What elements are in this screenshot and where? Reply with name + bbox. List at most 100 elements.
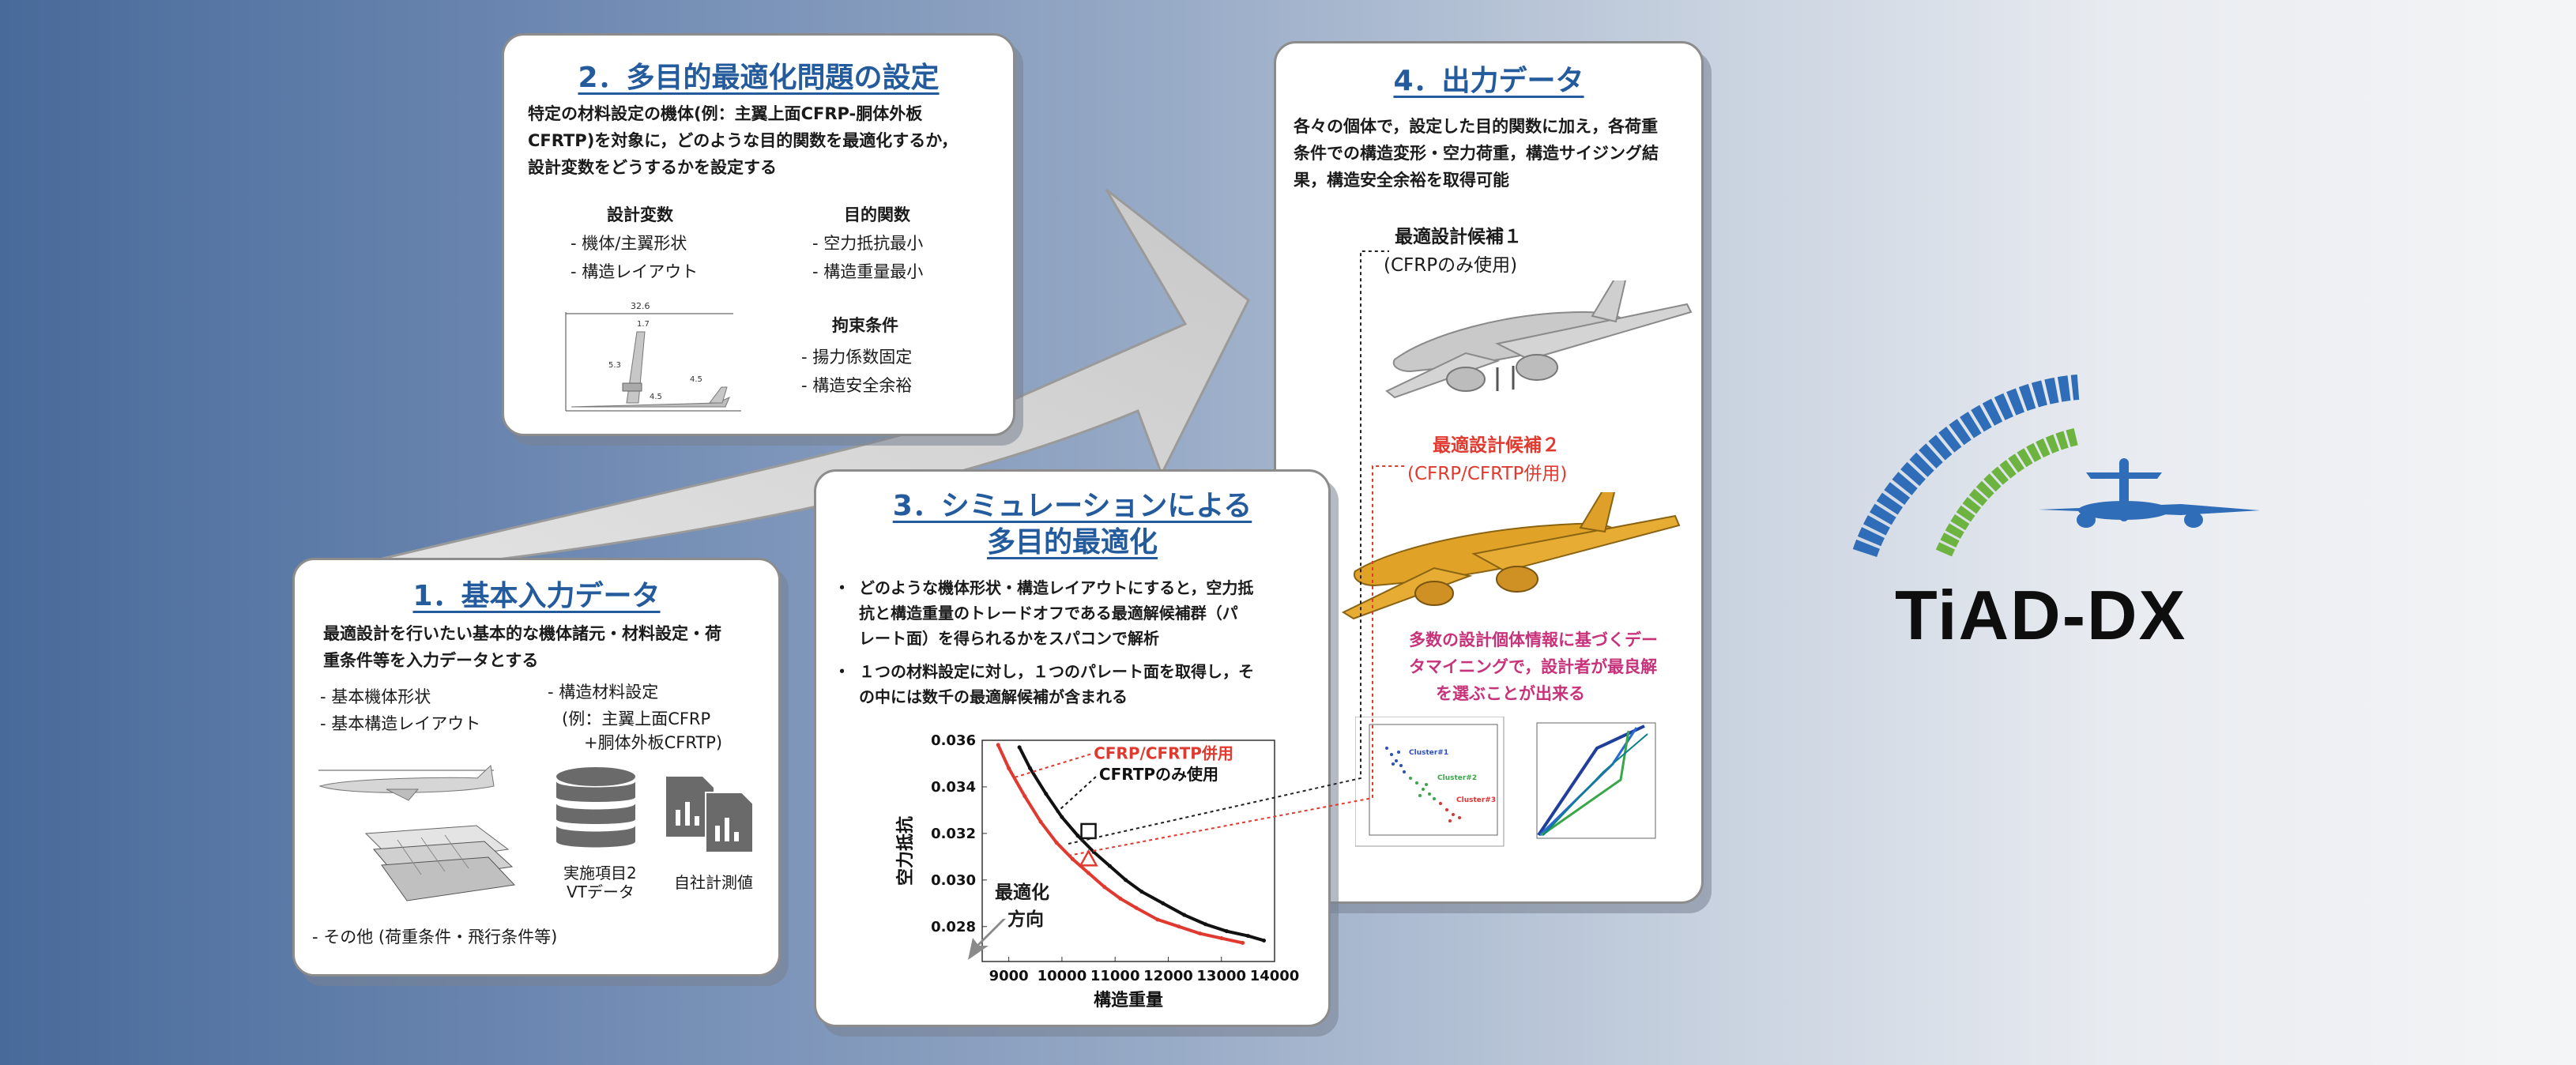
objective-2: - 構造重量最小 [812,262,924,281]
objective-1: - 空力抵抗最小 [812,234,924,253]
series-point-1 [1161,901,1166,905]
candidate-marker-triangle [1079,849,1098,867]
box4-desc-1: 各々の個体で，設定した目的関数に加え，各荷重 [1294,117,1659,136]
cluster-scatter-plot: Cluster#1 Cluster#2 Cluster#3 [1355,717,1505,847]
y-tick-label: 0.034 [931,779,976,796]
input-shape: - 基本機体形状 [320,687,431,706]
box-problem-setting: 2．多目的最適化問題の設定 特定の材料設定の機体(例：主翼上面CFRP-胴体外板… [502,33,1015,436]
constraint-2: - 構造安全余裕 [801,376,913,395]
box4-title: 4．出力データ [1393,65,1584,97]
bullet-1-marker: ・ [834,578,850,597]
series-point-1 [1107,864,1112,868]
series-point-0 [1198,931,1203,936]
aircraft-side-view [318,764,495,801]
wing-structure-drawing [364,825,516,901]
box3-bullet-2-line-1: １つの材料設定に対し，１つのパレート面を取得し，そ [859,662,1254,681]
document-chart-icon [666,777,754,853]
box3-title-1: 3．シミュレーションによる [892,490,1252,522]
database-icon [556,767,635,848]
x-tick-label: 12000 [1143,968,1193,984]
series-point-0 [1070,856,1075,861]
series-point-1 [1245,934,1250,939]
series-point-0 [1118,896,1123,901]
document-label: 自社計測値 [674,873,753,892]
box4-desc-3: 果，構造安全余裕を取得可能 [1294,171,1509,190]
box1-desc-1: 最適設計を行いたい基本的な機体諸元・材料設定・荷 [323,624,721,643]
input-material-example-2: +胴体外板CFRTP) [584,733,723,752]
box1-title: 1．基本入力データ [412,580,661,612]
design-variable-2: - 構造レイアウト [571,262,699,281]
aircraft-side-drawing: 32.6 1.7 5.3 4.5 4.5 [565,301,741,412]
box2-desc-1: 特定の材料設定の機体(例：主翼上面CFRP-胴体外板 [528,104,923,123]
optimization-direction-label-2: 方向 [1007,909,1044,930]
objective-heading: 目的関数 [844,205,910,224]
y-axis-label: 空力抵抗 [895,816,916,886]
box-output-data: 4．出力データ 各々の個体で，設定した目的関数に加え，各荷重 条件での構造変形・… [1274,41,1704,904]
design-variable-heading: 設計変数 [607,205,673,224]
series-point-1 [1203,922,1208,927]
box2-desc-3: 設計変数をどうするかを設定する [528,158,777,177]
database-label-1: 実施項目2 [563,864,637,882]
series-point-1 [1224,929,1229,934]
series-label-0: CFRP/CFRTP併用 [1094,744,1233,763]
y-tick-label: 0.032 [931,826,976,842]
series-leader-1 [1056,776,1097,814]
series-point-0 [1155,917,1160,922]
box3-bullet-1-line-2: 抗と構造重量のトレードオフである最適解候補群（パ [859,604,1238,623]
data-mining-line-2: タマイニングで，設計者が最良解 [1409,657,1658,676]
series-point-0 [1007,766,1011,770]
candidate-1-sub: (CFRPのみ使用) [1384,255,1518,276]
y-tick-label: 0.028 [931,919,976,935]
x-tick-label: 10000 [1038,968,1087,984]
series-point-0 [1241,940,1245,945]
constraint-heading: 拘束条件 [832,316,898,335]
box3-bullet-1-line-3: レート面）を得られるかをスパコンで解析 [859,629,1159,648]
series-point-0 [1022,794,1027,799]
series-point-1 [1044,792,1049,796]
box1-desc-2: 重条件等を入力データとする [323,651,539,670]
series-point-0 [996,743,1000,747]
series-point-1 [1075,834,1080,838]
dim-3: 4.5 [690,375,702,384]
box3-title-2: 多目的最適化 [986,526,1158,559]
candidate-marker-square [1080,822,1097,840]
x-tick-label: 11000 [1090,968,1140,984]
cluster-2-label: Cluster#2 [1437,774,1477,782]
series-point-0 [1219,936,1224,941]
x-axis-label: 構造重量 [1094,990,1163,1010]
optimization-direction-label-1: 最適化 [995,882,1049,903]
series-point-0 [1054,841,1059,845]
series-leader-0 [1014,753,1091,779]
logo-text: TiAD-DX [1895,576,2187,654]
box2-title: 2．多目的最適化問題の設定 [578,62,940,94]
series-point-0 [1177,924,1181,929]
box-simulation: 3．シミュレーションによる 多目的最適化 ・ どのような機体形状・構造レイアウト… [814,469,1331,1027]
y-tick-label: 0.036 [931,732,976,749]
series-point-0 [1087,871,1091,875]
series-point-1 [1017,745,1022,750]
aircraft-candidate-2 [1341,492,1681,620]
series-point-1 [1182,913,1187,917]
data-mining-line-3: を選ぶことが出来る [1436,684,1585,703]
series-point-0 [1134,905,1139,910]
box3-bullet-1-line-1: どのような機体形状・構造レイアウトにすると，空力抵 [859,578,1254,597]
box2-desc-2: CFRTP)を対象に，どのような目的関数を最適化するか， [528,131,958,150]
aircraft-candidate-1 [1385,280,1693,399]
box-basic-input: 1．基本入力データ 最適設計を行いたい基本的な機体諸元・材料設定・荷 重条件等を… [292,558,781,977]
y-tick-label: 0.030 [931,872,976,889]
input-material: - 構造材料設定 [548,683,659,702]
series-point-1 [1262,938,1267,943]
candidate-1-title: 最適設計候補１ [1395,227,1522,247]
x-tick-label: 13000 [1196,968,1246,984]
dim-4: 4.5 [650,393,662,401]
input-other: - その他 (荷重条件・飛行条件等) [312,928,558,946]
candidate-2-title: 最適設計候補２ [1433,435,1560,456]
dim-1: 1.7 [637,320,650,329]
input-layout: - 基本構造レイアウト [320,714,481,733]
database-label-2: VTデータ [567,882,635,901]
cluster-3-label: Cluster#3 [1456,796,1496,804]
series-point-1 [1139,890,1144,894]
box4-desc-2: 条件での構造変形・空力荷重，構造サイジング結 [1294,144,1659,163]
